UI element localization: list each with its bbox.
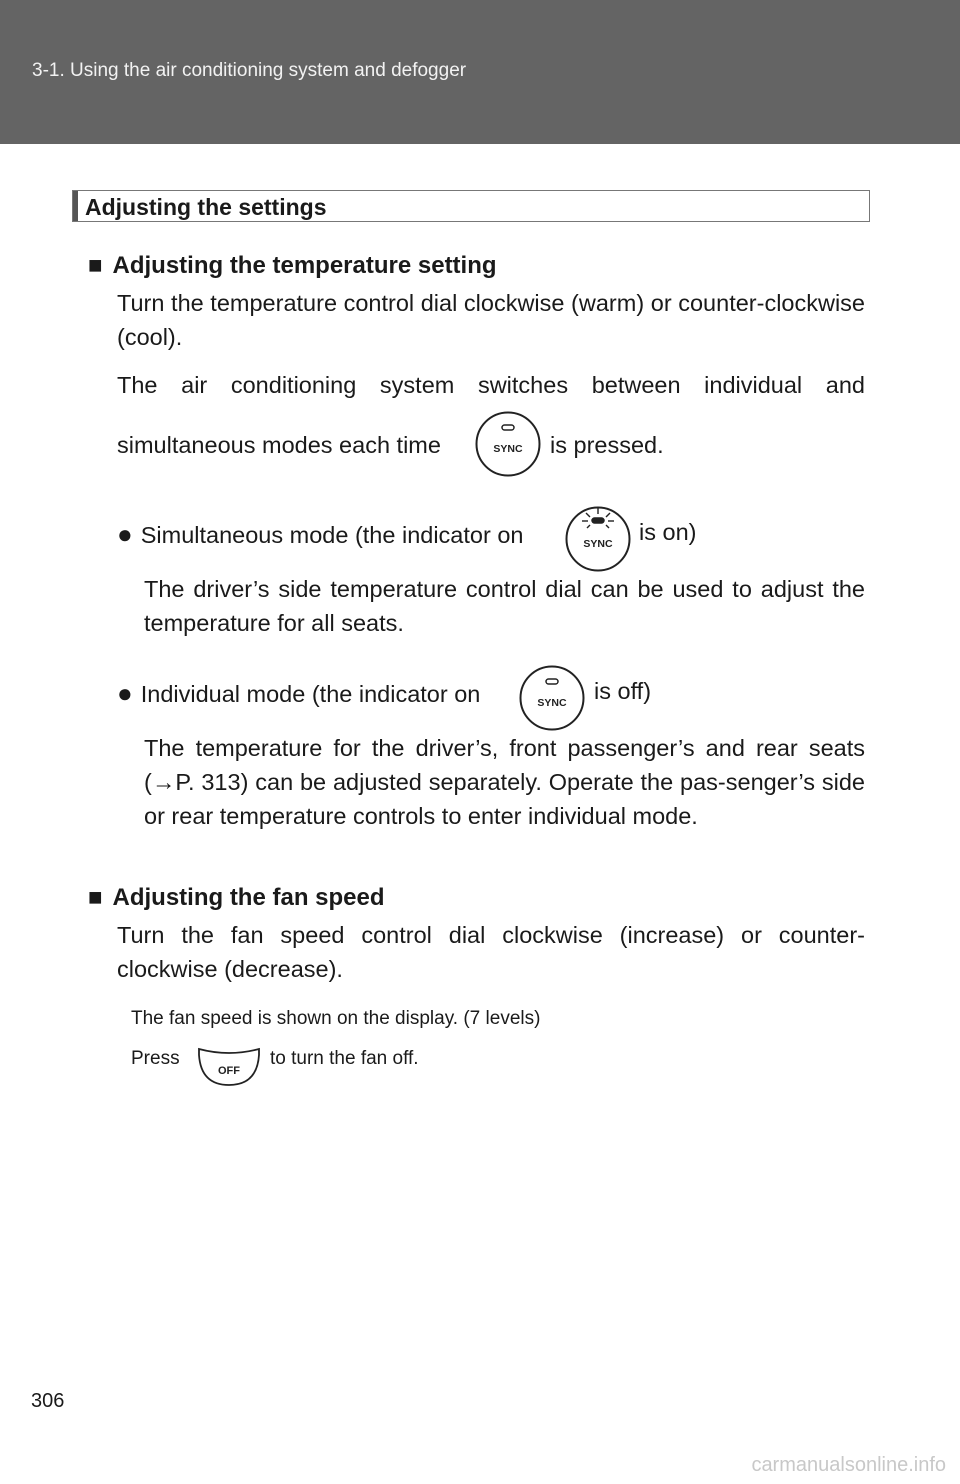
off-button-icon: OFF — [198, 1047, 260, 1086]
square-marker: ■ — [88, 884, 103, 911]
fan-heading: ■ Adjusting the fan speed — [88, 884, 385, 912]
fan-note2-before: Press — [131, 1048, 180, 1069]
header-title: 3-1. Using the air conditioning system a… — [32, 60, 467, 81]
indiv-desc: The temperature for the driver’s, front … — [144, 735, 865, 829]
fan-para1: Turn the fan speed control dial clockwis… — [117, 922, 865, 982]
sync-label: SYNC — [493, 443, 523, 455]
temp-heading-text: Adjusting the temperature setting — [112, 252, 497, 279]
simul-line: ● Simultaneous mode (the indicator on — [117, 519, 523, 550]
square-marker: ■ — [88, 252, 103, 279]
page-header: 3-1. Using the air conditioning system a… — [0, 0, 960, 144]
fan-note2-after: to turn the fan off. — [270, 1048, 419, 1069]
temp-para2-after: is pressed. — [550, 432, 664, 458]
sync-button-icon: SYNC — [475, 411, 541, 477]
section-title-box: Adjusting the settings — [72, 190, 870, 222]
bullet-dot: ● — [117, 519, 133, 549]
sync-button-lit-icon: SYNC — [565, 506, 631, 572]
indiv-before: Individual mode (the indicator on — [140, 681, 481, 707]
simul-before: Simultaneous mode (the indicator on — [140, 522, 524, 548]
page-number: 306 — [31, 1390, 65, 1412]
indiv-line: ● Individual mode (the indicator on — [117, 678, 480, 709]
simul-desc: The driver’s side temperature control di… — [144, 576, 865, 636]
temp-para2-line1: The air conditioning system switches bet… — [117, 372, 865, 398]
sync-label: SYNC — [537, 697, 567, 709]
watermark: carmanualsonline.info — [751, 1454, 946, 1476]
simul-after: is on) — [639, 519, 697, 545]
section-title-bar — [73, 191, 78, 221]
bullet-dot: ● — [117, 678, 133, 708]
sync-label: SYNC — [583, 538, 613, 550]
off-label: OFF — [218, 1065, 240, 1077]
fan-heading-text: Adjusting the fan speed — [112, 884, 385, 911]
temp-para1: Turn the temperature control dial clockw… — [117, 290, 865, 350]
indiv-after: is off) — [594, 678, 652, 704]
temp-heading: ■ Adjusting the temperature setting — [88, 252, 497, 280]
sync-button-icon: SYNC — [519, 665, 585, 731]
section-title: Adjusting the settings — [85, 194, 327, 220]
temp-para2-before: simultaneous modes each time — [117, 432, 441, 458]
fan-note1: The fan speed is shown on the display. (… — [131, 1008, 541, 1029]
